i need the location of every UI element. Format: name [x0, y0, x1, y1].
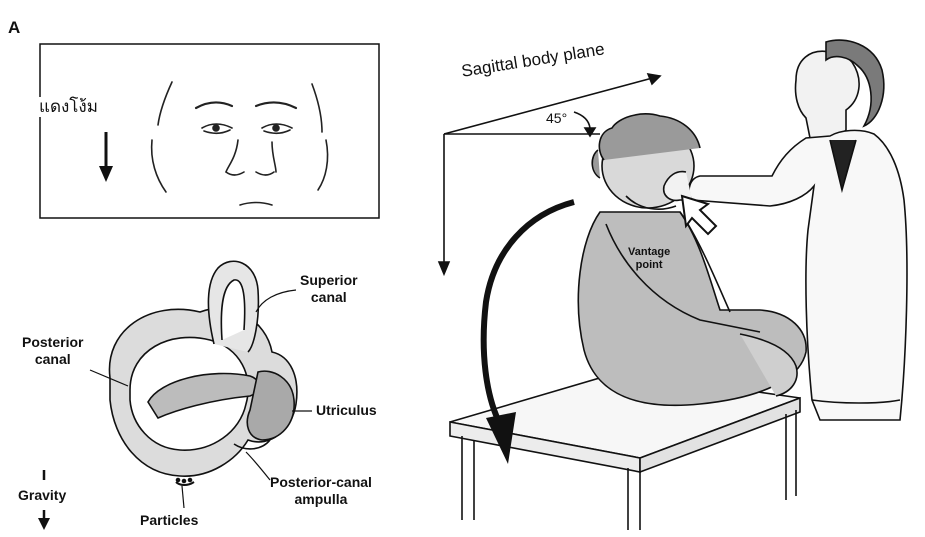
face-panel-overlay-text: แดงโง้ม [38, 97, 99, 117]
utriculus-label: Utriculus [316, 402, 377, 419]
inner-ear-labyrinth [109, 261, 296, 485]
posterior-canal-line1: Posterior [22, 334, 83, 351]
vantage-point-line2: point [628, 259, 670, 272]
face-panel-frame [40, 44, 379, 218]
posterior-canal-line2: canal [22, 351, 83, 368]
superior-canal-label: Superior canal [300, 272, 358, 306]
vantage-point-label: Vantage point [628, 246, 670, 272]
angle-label: 45° [546, 110, 567, 126]
patient-figure [578, 114, 806, 405]
face-sketch [152, 82, 328, 205]
posterior-canal-label: Posterior canal [22, 334, 83, 368]
ampulla-line1: Posterior-canal [270, 474, 372, 491]
ampulla-line2: ampulla [270, 491, 372, 508]
panel-letter: A [8, 18, 20, 38]
down-arrow-icon [99, 132, 113, 182]
ampulla-label: Posterior-canal ampulla [270, 474, 372, 508]
gravity-label: Gravity [18, 487, 66, 504]
superior-canal-line1: Superior [300, 272, 358, 289]
particles-label: Particles [140, 512, 198, 529]
superior-canal-line2: canal [300, 289, 358, 306]
vantage-point-line1: Vantage [628, 246, 670, 259]
